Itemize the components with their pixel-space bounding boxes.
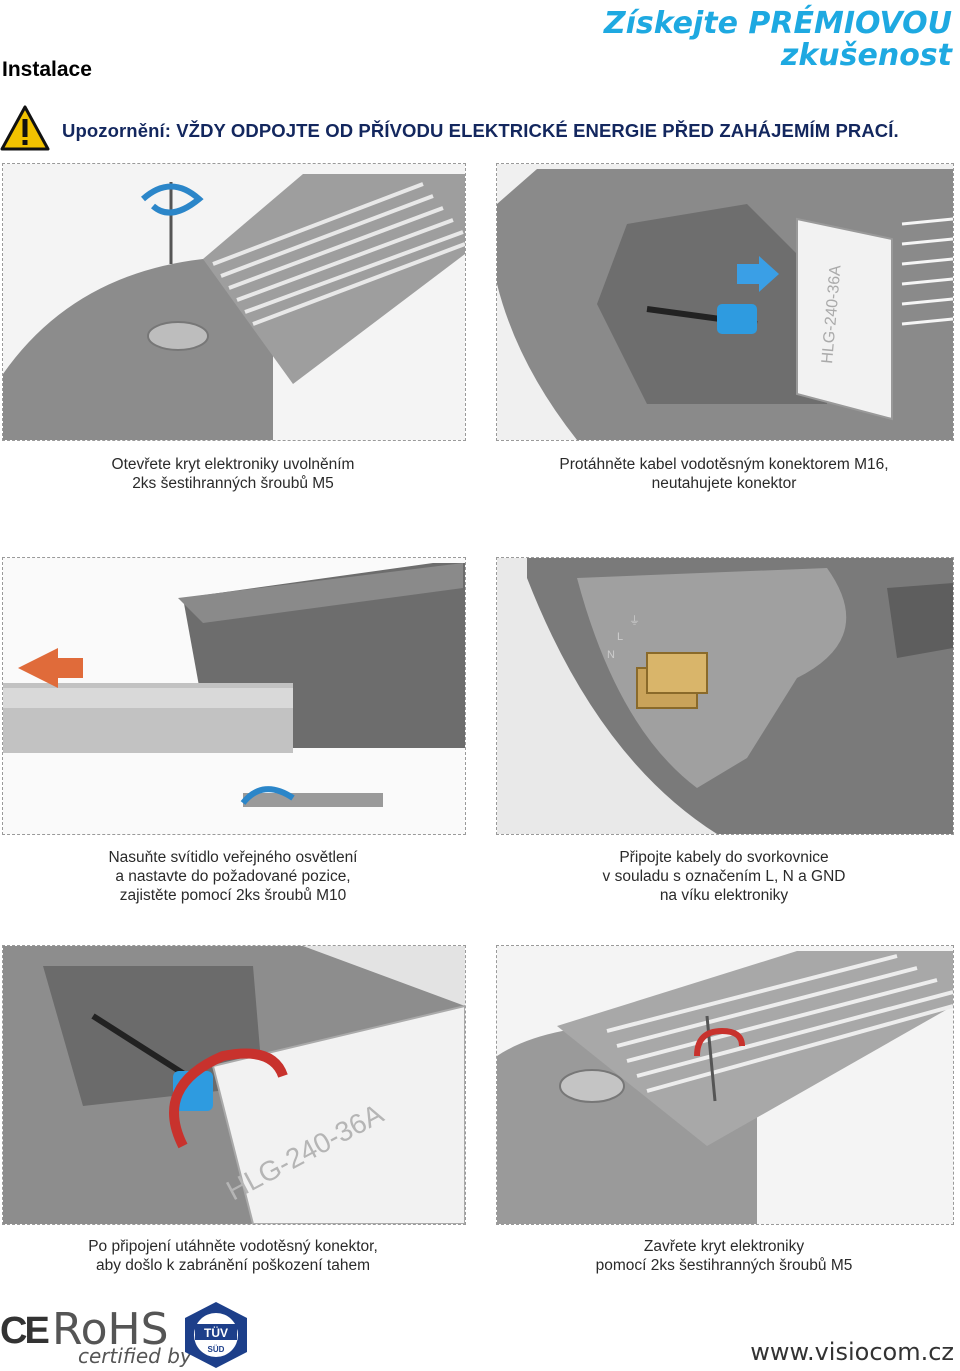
step-3-caption: Nasuňte svítidlo veřejného osvětlení a n…	[2, 848, 464, 905]
step-1-caption: Otevřete kryt elektroniky uvolněním 2ks …	[2, 455, 464, 493]
caption-line: a nastavte do požadované pozice,	[115, 868, 351, 885]
caption-line: zajistěte pomocí 2ks šroubů M10	[119, 887, 347, 904]
certified-by-text: certified by	[78, 1344, 192, 1368]
caption-line: Otevřete kryt elektroniky uvolněním	[111, 456, 355, 473]
caption-line: 2ks šestihranných šroubů M5	[132, 475, 334, 492]
step-2-caption: Protáhněte kabel vodotěsným konektorem M…	[496, 455, 952, 493]
caption-line: na víku elektroniky	[659, 887, 789, 904]
tuv-sud-logo: TÜV SÜD	[185, 1302, 247, 1368]
warning-text: Upozornění: VŽDY ODPOJTE OD PŘÍVODU ELEK…	[62, 120, 899, 141]
caption-line: pomocí 2ks šestihranných šroubů M5	[595, 1257, 853, 1274]
step-6-illustration	[496, 945, 954, 1225]
caption-line: v souladu s označením L, N a GND	[602, 868, 846, 885]
tuv-text: TÜV	[204, 1325, 228, 1340]
caption-line: Zavřete kryt elektroniky	[643, 1238, 805, 1255]
step-6-caption: Zavřete kryt elektroniky pomocí 2ks šest…	[496, 1237, 952, 1275]
caption-line: Po připojení utáhněte vodotěsný konektor…	[88, 1238, 378, 1255]
step-5-caption: Po připojení utáhněte vodotěsný konektor…	[2, 1237, 464, 1275]
step-1-illustration	[2, 163, 466, 441]
step-5-illustration: HLG-240-36A	[2, 945, 466, 1225]
terminal-mark-l: L	[617, 631, 623, 643]
terminal-mark-n: N	[607, 649, 615, 661]
website-link[interactable]: www.visiocom.cz	[750, 1338, 954, 1366]
section-title: Instalace	[2, 58, 92, 81]
rohs-logo: RoHS	[52, 1304, 169, 1355]
caption-line: Protáhněte kabel vodotěsným konektorem M…	[559, 456, 889, 473]
promo-line-1: Získejte PRÉMIOVOU	[603, 6, 952, 41]
caption-line: neutahujete konektor	[651, 475, 797, 492]
ce-mark-logo: CE	[0, 1310, 50, 1352]
caption-line: aby došlo k zabránění poškození tahem	[95, 1257, 370, 1274]
sud-text: SÜD	[208, 1345, 225, 1354]
terminal-mark-gnd: ⏚	[629, 614, 640, 627]
step-2-illustration: HLG-240-36A	[496, 163, 954, 441]
step-4-illustration: N L ⏚	[496, 557, 954, 835]
promo-line-2: zkušenost	[780, 38, 952, 73]
caption-line: Nasuňte svítidlo veřejného osvětlení	[108, 849, 358, 866]
step-4-caption: Připojte kabely do svorkovnice v souladu…	[496, 848, 952, 905]
warning-banner: Upozornění: VŽDY ODPOJTE OD PŘÍVODU ELEK…	[0, 103, 960, 153]
promo-heading: Získejte PRÉMIOVOU zkušenost	[604, 8, 952, 72]
certification-logos: CE RoHS certified by TÜV SÜD	[0, 1300, 320, 1371]
caption-line: Připojte kabely do svorkovnice	[619, 849, 829, 866]
warning-triangle-icon	[0, 105, 50, 151]
step-3-illustration	[2, 557, 466, 835]
